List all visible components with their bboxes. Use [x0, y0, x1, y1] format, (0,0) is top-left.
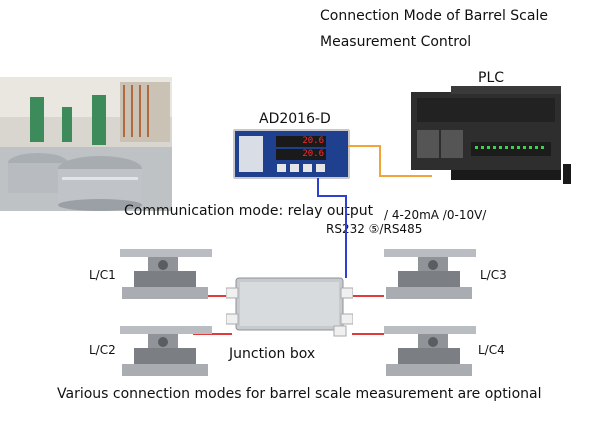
- load-cell-label-lc3: L/C3: [480, 268, 507, 282]
- diagram-title-line2: Measurement Control: [320, 34, 472, 50]
- output-options-label-line2: RS232 ⑤/RS485: [326, 222, 423, 236]
- load-cell-lc2: [118, 320, 218, 382]
- communication-mode-label: Communication mode: relay output: [124, 203, 374, 219]
- indicator-key: [277, 164, 286, 172]
- junction-box: [226, 274, 353, 338]
- indicator-key: [290, 164, 299, 172]
- load-cell-lc4: [378, 320, 478, 382]
- indicator-model-label: AD2016-D: [259, 111, 331, 127]
- diagram-title-line1: Connection Mode of Barrel Scale: [320, 8, 548, 24]
- indicator-key: [316, 164, 325, 172]
- load-cell-lc3: [378, 243, 478, 305]
- load-cell-label-lc1: L/C1: [89, 268, 116, 282]
- output-options-label-line1: / 4-20mA /0-10V/: [384, 208, 487, 222]
- load-cell-label-lc4: L/C4: [478, 343, 505, 357]
- plc-device: [411, 86, 579, 186]
- indicator-side-panel: [239, 136, 263, 172]
- cable-indicator-to-plc: [348, 145, 432, 177]
- junction-box-label: Junction box: [229, 346, 316, 362]
- indicator-display-bottom: 20.6: [276, 149, 326, 160]
- load-cell-label-lc2: L/C2: [89, 343, 116, 357]
- weighing-indicator: 20.6 20.6: [233, 129, 350, 179]
- indicator-display-top: 20.6: [276, 136, 326, 147]
- indicator-key: [303, 164, 312, 172]
- load-cell-lc1: [118, 243, 218, 305]
- plant-photo: [0, 77, 172, 211]
- plc-label: PLC: [478, 70, 505, 86]
- cable-indicator-to-junction: [317, 178, 347, 278]
- footer-caption: Various connection modes for barrel scal…: [57, 386, 542, 402]
